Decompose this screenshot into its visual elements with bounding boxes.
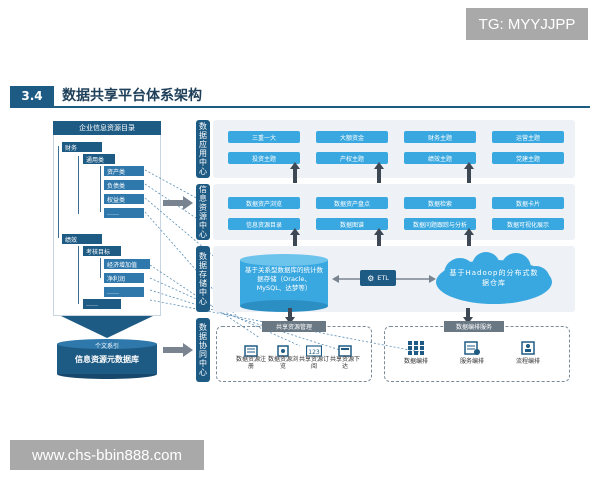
tree-line xyxy=(78,156,79,214)
service-item-label: 数据编排 xyxy=(403,358,428,365)
gear-icon: ⚙ xyxy=(367,273,375,283)
app-item[interactable]: 投资主题 xyxy=(228,152,300,164)
layer-label-resource: 信息资源中心 xyxy=(196,184,210,240)
app-item[interactable]: 绩效主题 xyxy=(404,152,476,164)
tree-node-performance[interactable]: 绩效 xyxy=(62,234,102,244)
arrow-stem xyxy=(377,169,381,183)
tree-node-profit[interactable]: 净利润 xyxy=(104,273,144,283)
share-item-label: 数据资源浏览 xyxy=(268,356,299,370)
tree-node-ellipsis[interactable]: …… xyxy=(104,208,144,218)
resource-item[interactable]: 数据卡片 xyxy=(492,197,564,209)
arrow-stem xyxy=(467,169,471,183)
up-arrow-icon xyxy=(374,162,384,169)
tree-node-kpi[interactable]: 考核目标 xyxy=(83,246,121,256)
process-orchestration-icon[interactable] xyxy=(520,340,536,355)
arrow-icon xyxy=(163,343,193,357)
orchestration-service-tag: 数据编排服务 xyxy=(444,321,504,332)
service-item-label: 流程编排 xyxy=(515,358,540,365)
resource-item[interactable]: 数据可视化展示 xyxy=(492,218,564,230)
share-item-label: 共享资源订阅 xyxy=(299,356,330,370)
down-arrow-icon xyxy=(463,308,473,324)
app-item[interactable]: 产权主题 xyxy=(316,152,388,164)
directory-tree-frame xyxy=(53,121,161,316)
up-arrow-icon xyxy=(290,228,300,235)
resource-item[interactable]: 数据资产浏览 xyxy=(228,197,300,209)
resource-item[interactable]: 数据资产盘点 xyxy=(316,197,388,209)
app-item[interactable]: 党建主题 xyxy=(492,152,564,164)
arrow-stem xyxy=(293,235,297,249)
share-resource-tag: 共享资源管理 xyxy=(262,321,326,332)
hadoop-label: 基于Hadoop的分布式数据仓库 xyxy=(449,269,539,287)
layer-label-collab: 数据协同中心 xyxy=(196,318,210,382)
directory-tree-header: 企业信息资源目录 xyxy=(53,121,161,135)
app-item[interactable]: 运营主题 xyxy=(492,131,564,143)
resource-item[interactable]: 数据问题跟踪与分析 xyxy=(404,218,476,230)
layer-panel-app xyxy=(213,120,575,178)
metadata-database-label: 信息资源元数据库 xyxy=(75,355,139,364)
layer-label-app: 数据应用中心 xyxy=(196,120,210,178)
watermark-bottom: www.chs-bbin888.com xyxy=(10,440,204,470)
relational-db-icon xyxy=(240,254,328,312)
tree-line xyxy=(58,146,59,238)
tree-line xyxy=(78,246,79,304)
browse-icon[interactable] xyxy=(276,342,290,357)
funnel-icon xyxy=(61,316,153,338)
register-icon[interactable] xyxy=(244,342,258,357)
arrow-stem xyxy=(293,169,297,183)
tree-node-general[interactable]: 通用类 xyxy=(83,154,115,164)
up-arrow-icon xyxy=(374,228,384,235)
relational-db-label: 基于关系型数据库的统计数据存储（Oracle、MySQL、达梦等） xyxy=(245,266,323,292)
resource-item[interactable]: 信息资源目录 xyxy=(228,218,300,230)
app-item[interactable]: 财务主题 xyxy=(404,131,476,143)
section-title: 数据共享平台体系架构 xyxy=(62,88,202,104)
tree-node-finance[interactable]: 财务 xyxy=(62,142,102,152)
service-item-label: 服务编排 xyxy=(459,358,484,365)
metadata-database-graphic xyxy=(57,316,157,379)
tree-node-ellipsis[interactable]: …… xyxy=(104,287,144,297)
up-arrow-icon xyxy=(290,162,300,169)
tree-line xyxy=(100,258,101,278)
app-item[interactable]: 三重一大 xyxy=(228,131,300,143)
layer-label-storage: 数据存储中心 xyxy=(196,246,210,312)
subscribe-icon[interactable]: 123 xyxy=(305,342,323,357)
title-underline xyxy=(10,106,590,108)
cloud-icon xyxy=(436,252,552,304)
share-item-label: 数据资源注册 xyxy=(236,356,267,370)
up-arrow-icon xyxy=(464,162,474,169)
arrow-stem xyxy=(377,235,381,249)
etl-box[interactable]: ⚙ ETL xyxy=(360,270,396,286)
etl-label: ETL xyxy=(377,274,389,282)
tree-node-ellipsis[interactable]: …… xyxy=(83,299,121,309)
svg-text:123: 123 xyxy=(308,349,320,356)
down-arrow-icon xyxy=(285,308,295,324)
service-orchestration-icon[interactable] xyxy=(464,340,480,355)
section-number: 3.4 xyxy=(10,86,54,106)
tree-node-assets[interactable]: 资产类 xyxy=(104,166,144,176)
share-item-label: 共享资源下达 xyxy=(330,356,361,370)
app-item[interactable]: 大额资金 xyxy=(316,131,388,143)
up-arrow-icon xyxy=(464,228,474,235)
arrow-stem xyxy=(467,235,471,249)
watermark-top: TG: MYYJJPP xyxy=(466,8,588,40)
resource-item[interactable]: 数据检索 xyxy=(404,197,476,209)
layer-panel-resource xyxy=(213,184,575,240)
tree-line xyxy=(100,166,101,212)
funnel-label: 个文系引 xyxy=(94,343,119,350)
tree-node-eva[interactable]: 经济增加值 xyxy=(104,259,150,269)
tree-node-equity[interactable]: 权益类 xyxy=(104,194,144,204)
data-orchestration-icon[interactable] xyxy=(408,340,424,355)
arrow-icon xyxy=(163,196,193,210)
tree-node-liabilities[interactable]: 负债类 xyxy=(104,180,144,190)
dispatch-icon[interactable] xyxy=(338,342,352,357)
resource-item[interactable]: 数据图谱 xyxy=(316,218,388,230)
